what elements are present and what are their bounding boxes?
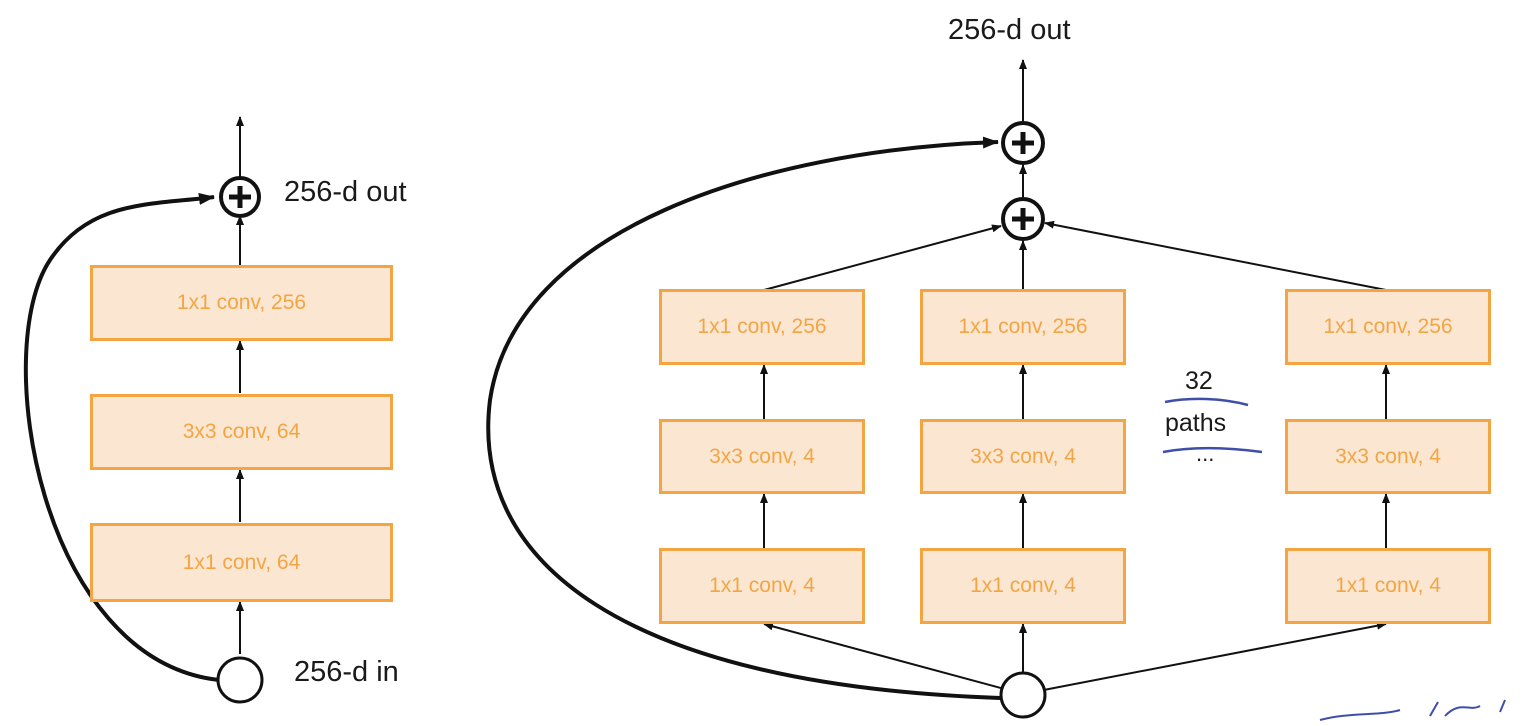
paths-ellipsis: ... [1196,441,1215,466]
path2-conv1-block: 1x1 conv, 4 [920,548,1126,624]
path2-conv2-block: 3x3 conv, 4 [920,419,1126,494]
right-output-label: 256-d out [948,14,1071,46]
right-aggregate-node [1001,197,1045,241]
left-sum-node [219,176,261,218]
path2-conv3-block: 1x1 conv, 256 [920,289,1126,365]
handwritten-underline-word [1162,447,1263,454]
path1-conv3-block: 1x1 conv, 256 [659,289,865,365]
right-block-edges [760,59,1390,695]
path1-conv2-block: 3x3 conv, 4 [659,419,865,494]
path3-conv3-block: 1x1 conv, 256 [1285,289,1491,365]
left-conv1-block: 1x1 conv, 64 [90,523,393,602]
right-input-node [999,671,1047,719]
handwritten-scribble [1319,699,1506,721]
left-input-node [216,656,264,704]
path1-conv1-block: 1x1 conv, 4 [659,548,865,624]
paths-word-annotation: paths [1165,409,1227,437]
right-skip-connection [486,136,1001,700]
edge-path1-to-aggregate [763,224,1002,291]
handwritten-underline-count [1164,397,1249,407]
left-conv2-block: 3x3 conv, 64 [90,394,393,470]
edge-in-to-path3 [1022,621,1387,695]
edge-path3-to-aggregate [1044,220,1387,291]
path3-conv1-block: 1x1 conv, 4 [1285,548,1491,624]
edge-in-to-path1 [763,622,1024,695]
left-input-label: 256-d in [294,656,399,688]
left-output-label: 256-d out [284,176,407,208]
path3-conv2-block: 3x3 conv, 4 [1285,419,1491,494]
left-skip-connection [23,192,220,682]
right-sum-node [1001,121,1045,165]
left-conv3-block: 1x1 conv, 256 [90,265,393,341]
paths-count-annotation: 32 [1185,367,1213,395]
